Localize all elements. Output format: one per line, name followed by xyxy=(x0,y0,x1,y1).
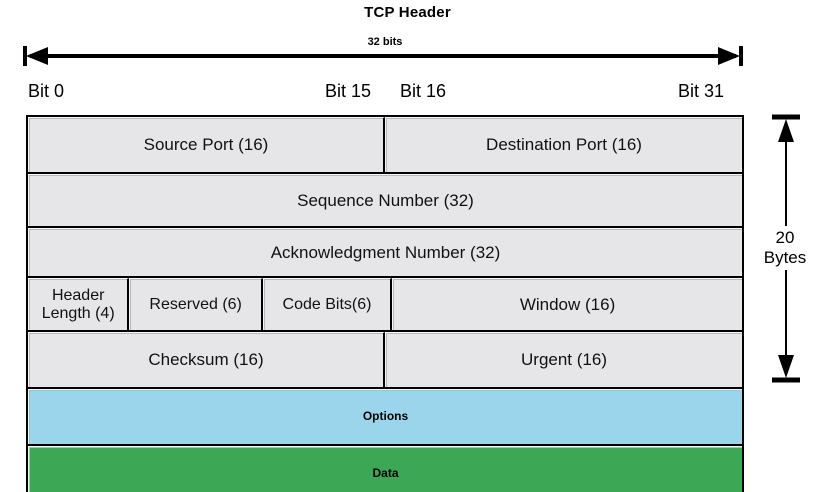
width-annotation-label: 32 bits xyxy=(367,36,403,48)
field-source-port: Source Port (16) xyxy=(28,117,385,172)
bit-label-mid-right: Bit 16 xyxy=(400,81,447,101)
table-row-data: Data xyxy=(28,446,742,492)
field-options: Options xyxy=(28,389,742,444)
height-annotation-label: 20 Bytes xyxy=(752,226,815,271)
table-row-sequence: Sequence Number (32) xyxy=(28,174,742,228)
field-urgent: Urgent (16) xyxy=(385,332,742,387)
table-row-flags-window: Header Length (4) Reserved (6) Code Bits… xyxy=(28,278,742,332)
field-window: Window (16) xyxy=(392,278,742,330)
field-checksum: Checksum (16) xyxy=(28,332,385,387)
field-acknowledgment-number: Acknowledgment Number (32) xyxy=(28,228,742,276)
bit-label-start: Bit 0 xyxy=(28,81,65,101)
height-annotation-value: 20 xyxy=(775,228,795,247)
packet-structure-table: Source Port (16) Destination Port (16) S… xyxy=(26,115,744,492)
table-row-acknowledgment: Acknowledgment Number (32) xyxy=(28,228,742,278)
field-header-length: Header Length (4) xyxy=(28,278,130,330)
field-code-bits: Code Bits(6) xyxy=(262,278,393,330)
height-annotation-unit: Bytes xyxy=(763,248,807,268)
field-data: Data xyxy=(28,446,742,492)
field-reserved: Reserved (6) xyxy=(129,278,263,330)
field-destination-port: Destination Port (16) xyxy=(385,117,742,172)
width-double-arrow xyxy=(22,44,744,68)
bit-label-end: Bit 31 xyxy=(678,81,725,101)
table-row-options: Options xyxy=(28,389,742,446)
field-sequence-number: Sequence Number (32) xyxy=(28,174,742,226)
bit-label-mid-left: Bit 15 xyxy=(325,81,372,101)
table-row-ports: Source Port (16) Destination Port (16) xyxy=(28,117,742,174)
page-title: TCP Header xyxy=(364,4,451,21)
table-row-checksum-urgent: Checksum (16) Urgent (16) xyxy=(28,332,742,389)
